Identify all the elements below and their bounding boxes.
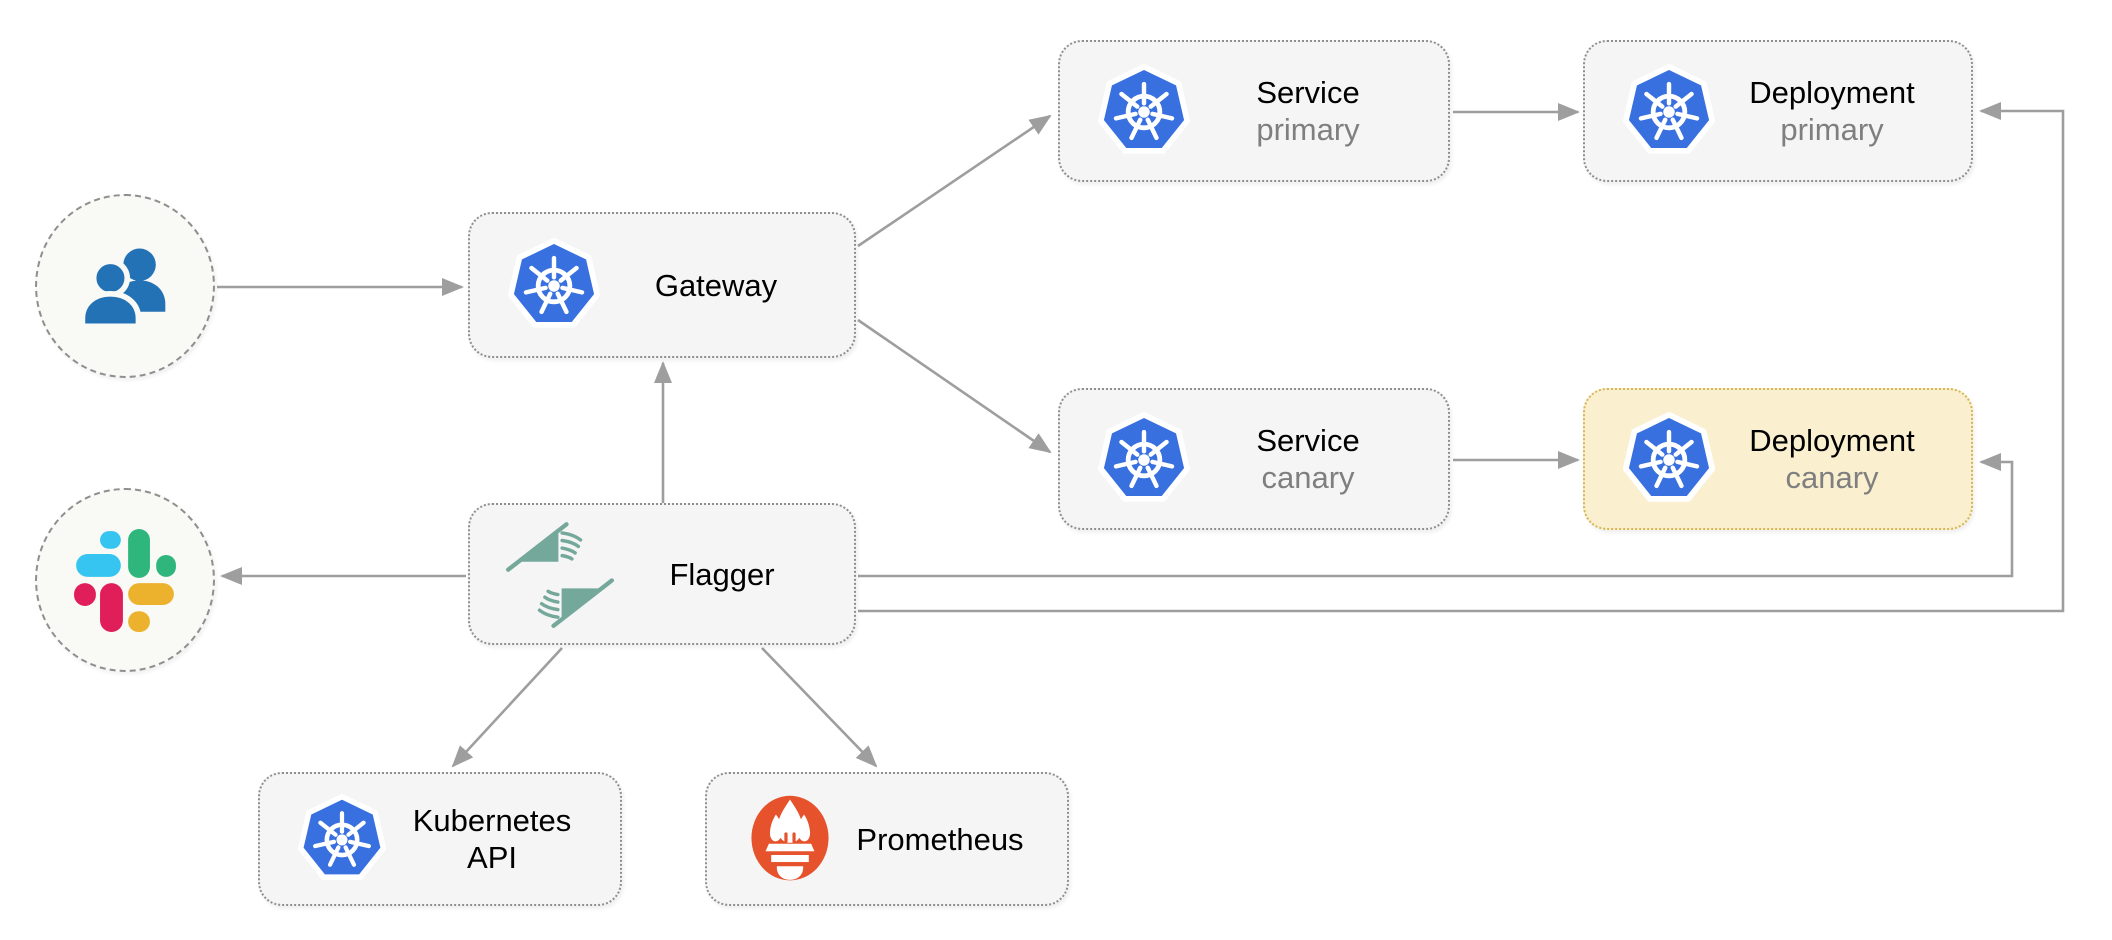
deployment-canary-node: Deployment canary xyxy=(1583,388,1973,530)
prometheus-label: Prometheus xyxy=(856,821,1024,857)
prometheus-icon xyxy=(743,792,837,886)
flagger-node: Flagger xyxy=(468,503,856,645)
flagger-icon xyxy=(506,520,614,628)
edge-flagger-deployment-primary xyxy=(858,102,2065,613)
kubernetes-icon xyxy=(506,237,602,333)
edge-flagger-kubernetes-api xyxy=(451,647,563,768)
service-canary-label: Service xyxy=(1256,423,1360,458)
edge-gateway-service-primary xyxy=(857,114,1052,248)
service-canary-sublabel: canary xyxy=(1261,460,1355,495)
flagger-label: Flagger xyxy=(669,556,775,592)
gateway-node: Gateway xyxy=(468,212,856,358)
kubernetes-icon xyxy=(1096,63,1192,159)
service-primary-sublabel: primary xyxy=(1256,112,1360,147)
kubernetes-icon xyxy=(296,793,388,885)
deployment-canary-sublabel: canary xyxy=(1785,460,1879,495)
edge-gateway-service-canary xyxy=(857,318,1052,454)
service-primary-node: Service primary xyxy=(1058,40,1450,182)
deployment-canary-label: Deployment xyxy=(1749,423,1915,458)
deployment-primary-label: Deployment xyxy=(1749,75,1915,110)
slack-icon xyxy=(73,528,177,632)
users-node xyxy=(35,194,215,378)
service-canary-node: Service canary xyxy=(1058,388,1450,530)
kubernetes-api-node: Kubernetes API xyxy=(258,772,622,906)
slack-node xyxy=(35,488,215,672)
kubernetes-api-label2: API xyxy=(467,840,517,875)
kubernetes-icon xyxy=(1621,63,1717,159)
kubernetes-icon xyxy=(1096,411,1192,507)
kubernetes-api-label: Kubernetes xyxy=(412,803,572,838)
service-primary-label: Service xyxy=(1256,75,1360,110)
prometheus-node: Prometheus xyxy=(705,772,1069,906)
edge-flagger-deployment-canary xyxy=(858,453,2014,578)
gateway-label: Gateway xyxy=(654,267,778,303)
deployment-primary-sublabel: primary xyxy=(1780,112,1884,147)
edge-flagger-prometheus xyxy=(761,647,878,768)
users-icon xyxy=(69,230,181,342)
deployment-primary-node: Deployment primary xyxy=(1583,40,1973,182)
kubernetes-icon xyxy=(1621,411,1717,507)
